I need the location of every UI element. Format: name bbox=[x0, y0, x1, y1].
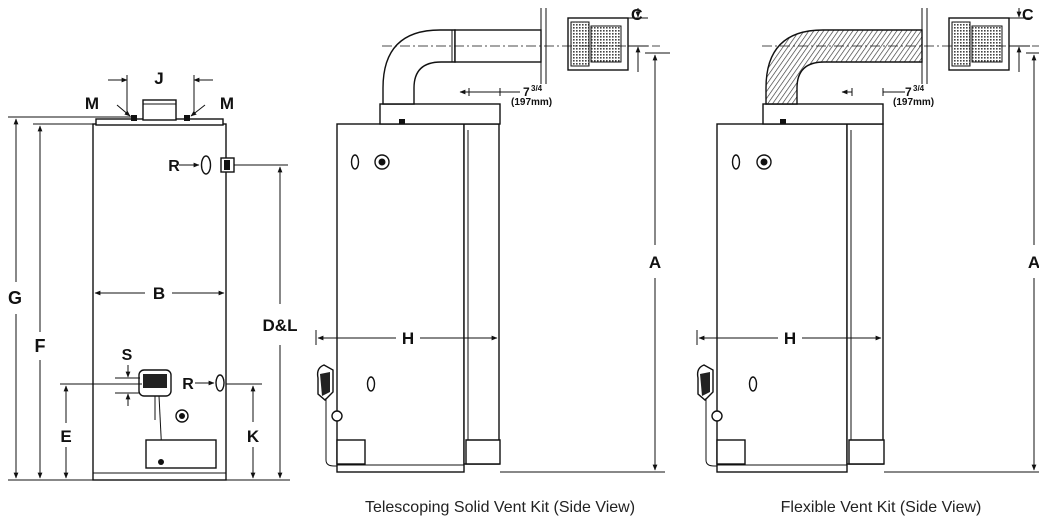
tele-label-h: H bbox=[402, 329, 414, 348]
front-view bbox=[8, 75, 290, 481]
tele-dim-mm: (197mm) bbox=[511, 97, 552, 108]
label-f: F bbox=[35, 336, 46, 356]
label-k: K bbox=[247, 427, 260, 446]
flex-vent-hose bbox=[765, 29, 923, 105]
flex-tank-body bbox=[716, 123, 848, 473]
label-s: S bbox=[122, 347, 133, 364]
label-m-left: M bbox=[85, 94, 99, 113]
label-dl: D&L bbox=[263, 316, 298, 335]
label-e: E bbox=[60, 427, 71, 446]
flex-vent-duct bbox=[846, 123, 884, 465]
label-m-right: M bbox=[220, 94, 234, 113]
fitting-left bbox=[131, 115, 137, 121]
tele-dim-whole: 7 bbox=[523, 85, 530, 99]
label-g: G bbox=[8, 288, 22, 308]
caption-telescoping: Telescoping Solid Vent Kit (Side View) bbox=[365, 499, 635, 516]
flex-dim-whole: 7 bbox=[905, 85, 912, 99]
caption-flexible: Flexible Vent Kit (Side View) bbox=[781, 499, 982, 516]
label-r-lower: R bbox=[182, 376, 194, 393]
lower-opening bbox=[215, 374, 225, 392]
flue-collar bbox=[142, 99, 177, 121]
tele-label-a: A bbox=[649, 253, 661, 272]
flex-dim-mm: (197mm) bbox=[893, 97, 934, 108]
relief-valve-opening bbox=[200, 155, 212, 175]
flex-dim-fraction: 3/4 bbox=[913, 84, 925, 93]
flex-label-c: C bbox=[1022, 7, 1034, 24]
tele-solid-elbow bbox=[382, 29, 456, 105]
telescoping-side-view bbox=[315, 8, 670, 473]
label-r-upper: R bbox=[168, 158, 180, 175]
tele-blower-cover bbox=[379, 103, 501, 125]
burner-access-door bbox=[145, 439, 217, 469]
tele-vent-duct bbox=[463, 123, 500, 465]
tele-label-c: C bbox=[631, 7, 643, 24]
tele-dim-fraction: 3/4 bbox=[531, 84, 543, 93]
front-tank-body bbox=[92, 123, 227, 481]
tele-tank-body bbox=[336, 123, 465, 473]
fitting-right bbox=[184, 115, 190, 121]
flex-blower-cover bbox=[762, 103, 884, 125]
flex-label-a: A bbox=[1028, 253, 1039, 272]
flexible-side-view bbox=[696, 8, 1039, 473]
flex-label-h: H bbox=[784, 329, 796, 348]
label-b: B bbox=[153, 284, 165, 303]
label-j: J bbox=[154, 69, 163, 88]
